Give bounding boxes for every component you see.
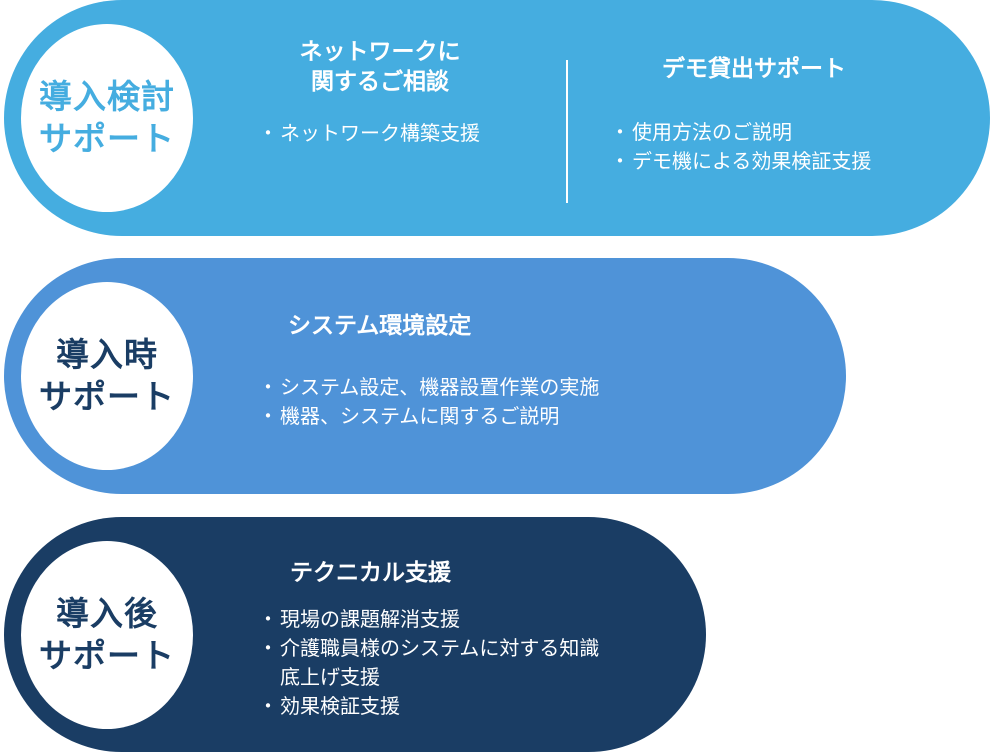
title-line: 関するご相談 [311, 68, 449, 94]
bullet-item: 使用方法のご説明 [610, 119, 871, 148]
bullet-list: システム設定、機器設置作業の実施 機器、システムに関するご説明 [258, 374, 599, 432]
bullet-item-continuation: 底上げ支援 [280, 667, 380, 689]
stage-label-circle: 導入後 サポート [21, 541, 193, 729]
bullet-item: ネットワーク構築支援 [258, 120, 480, 149]
stage-pre-introduction: 導入検討 サポート ネットワークに 関するご相談 ネットワーク構築支援 デモ貸出… [4, 0, 990, 236]
stage-post-introduction: 導入後 サポート テクニカル支援 現場の課題解消支援 介護職員様のシステムに対す… [4, 517, 706, 752]
bullet-item: システム設定、機器設置作業の実施 [258, 374, 599, 403]
bullet-item: 効果検証支援 [258, 693, 599, 722]
stage-label-line: サポート [39, 120, 175, 157]
section-title-system-setup: システム環境設定 [288, 310, 471, 340]
title-line: テクニカル支援 [290, 559, 451, 585]
stage-introduction: 導入時 サポート システム環境設定 システム設定、機器設置作業の実施 機器、シス… [4, 258, 846, 494]
bullet-list: ネットワーク構築支援 [258, 120, 480, 149]
stage-label-line: 導入時 [56, 336, 158, 373]
stage-label-line: サポート [39, 637, 175, 674]
bullet-item: 介護職員様のシステムに対する知識 [258, 635, 599, 664]
stage-label-line: 導入検討 [39, 78, 175, 115]
title-line: デモ貸出サポート [662, 55, 846, 81]
stage-label-circle: 導入時 サポート [21, 282, 193, 470]
bullet-item: 現場の課題解消支援 [258, 606, 599, 635]
section-title-network: ネットワークに 関するご相談 [280, 36, 480, 96]
stage-label-line: 導入後 [56, 595, 158, 632]
column-divider [566, 60, 568, 203]
title-line: ネットワークに [299, 38, 461, 64]
title-line: システム環境設定 [288, 312, 472, 338]
bullet-list: 使用方法のご説明 デモ機による効果検証支援 [610, 119, 871, 177]
bullet-item: 機器、システムに関するご説明 [258, 403, 599, 432]
stage-label-line: サポート [39, 378, 175, 415]
bullet-item: デモ機による効果検証支援 [610, 148, 871, 177]
bullet-list: 現場の課題解消支援 介護職員様のシステムに対する知識 底上げ支援 効果検証支援 [258, 606, 599, 722]
section-title-demo: デモ貸出サポート [644, 53, 864, 83]
stage-label-circle: 導入検討 サポート [21, 24, 193, 212]
section-title-technical: テクニカル支援 [290, 557, 451, 587]
